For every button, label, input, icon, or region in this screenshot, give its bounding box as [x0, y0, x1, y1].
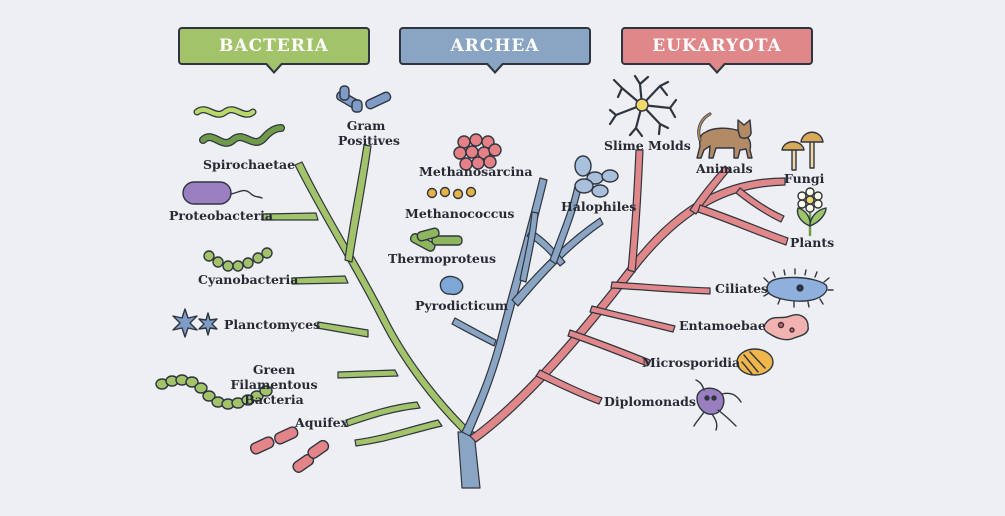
- label-entamoebae: Entamoebae: [679, 318, 766, 333]
- label-ciliates: Ciliates: [715, 281, 769, 296]
- aquifex-icon: [249, 426, 330, 473]
- label-proteobacteria: Proteobacteria: [169, 208, 273, 223]
- halophile-icon: [574, 155, 619, 198]
- diplomonad-icon: [693, 379, 742, 431]
- methanococcus-icon: [426, 186, 477, 200]
- label-cyanobacteria: Cyanobacteria: [198, 272, 299, 287]
- amoeba-icon: [763, 314, 809, 341]
- bacteria-header-label: BACTERIA: [219, 36, 329, 56]
- archaea-branch: [451, 177, 604, 489]
- archaea-header: ARCHEA: [399, 27, 591, 74]
- label-fungi: Fungi: [784, 171, 825, 186]
- label-planctomyces: Planctomyces: [224, 317, 321, 332]
- label-pyrodicticum: Pyrodicticum: [415, 298, 509, 313]
- label-diplomonads: Diplomonads: [604, 394, 696, 409]
- label-aquifex: Aquifex: [295, 415, 349, 430]
- slime-mold-icon: [608, 74, 678, 138]
- label-spirochaetae: Spirochaetae: [203, 157, 296, 172]
- flower-icon: [796, 187, 827, 237]
- eukaryota-header-label: EUKARYOTA: [652, 36, 782, 56]
- gram-positive-icon: [336, 85, 392, 113]
- mushroom-icon: [781, 131, 824, 171]
- label-plants: Plants: [790, 235, 835, 250]
- label-slime-molds: Slime Molds: [604, 138, 691, 153]
- bacteria-branch: [261, 144, 469, 447]
- eukaryota-header: EUKARYOTA: [621, 27, 813, 74]
- label-thermoproteus: Thermoproteus: [388, 251, 497, 266]
- thermoproteus-icon: [409, 227, 463, 252]
- spirochaete-icon: [193, 106, 285, 147]
- cyanobacteria-icon: [203, 247, 273, 272]
- label-methanococcus: Methanococcus: [405, 206, 515, 221]
- label-methanosarcina: Methanosarcina: [419, 164, 533, 179]
- microsporidia-icon: [736, 348, 774, 376]
- pyrodicticum-icon: [439, 275, 464, 296]
- proteobacteria-icon: [182, 181, 263, 205]
- filament-icon: [155, 374, 273, 410]
- label-animals: Animals: [696, 161, 753, 176]
- bacteria-header: BACTERIA: [178, 27, 370, 74]
- planctomyces-icon: [172, 308, 218, 338]
- cat-icon: [696, 112, 753, 159]
- eukaryota-branch: [469, 149, 789, 443]
- ciliate-icon: [763, 268, 834, 308]
- methanosarcina-icon: [453, 133, 502, 171]
- archaea-header-label: ARCHEA: [450, 36, 540, 56]
- label-microsporidia: Microsporidia: [642, 355, 741, 370]
- label-gram-positives: Gram Positives: [338, 118, 400, 148]
- label-green-filamentous: Green Filamentous Bacteria: [230, 362, 318, 407]
- label-halophiles: Halophiles: [561, 199, 637, 214]
